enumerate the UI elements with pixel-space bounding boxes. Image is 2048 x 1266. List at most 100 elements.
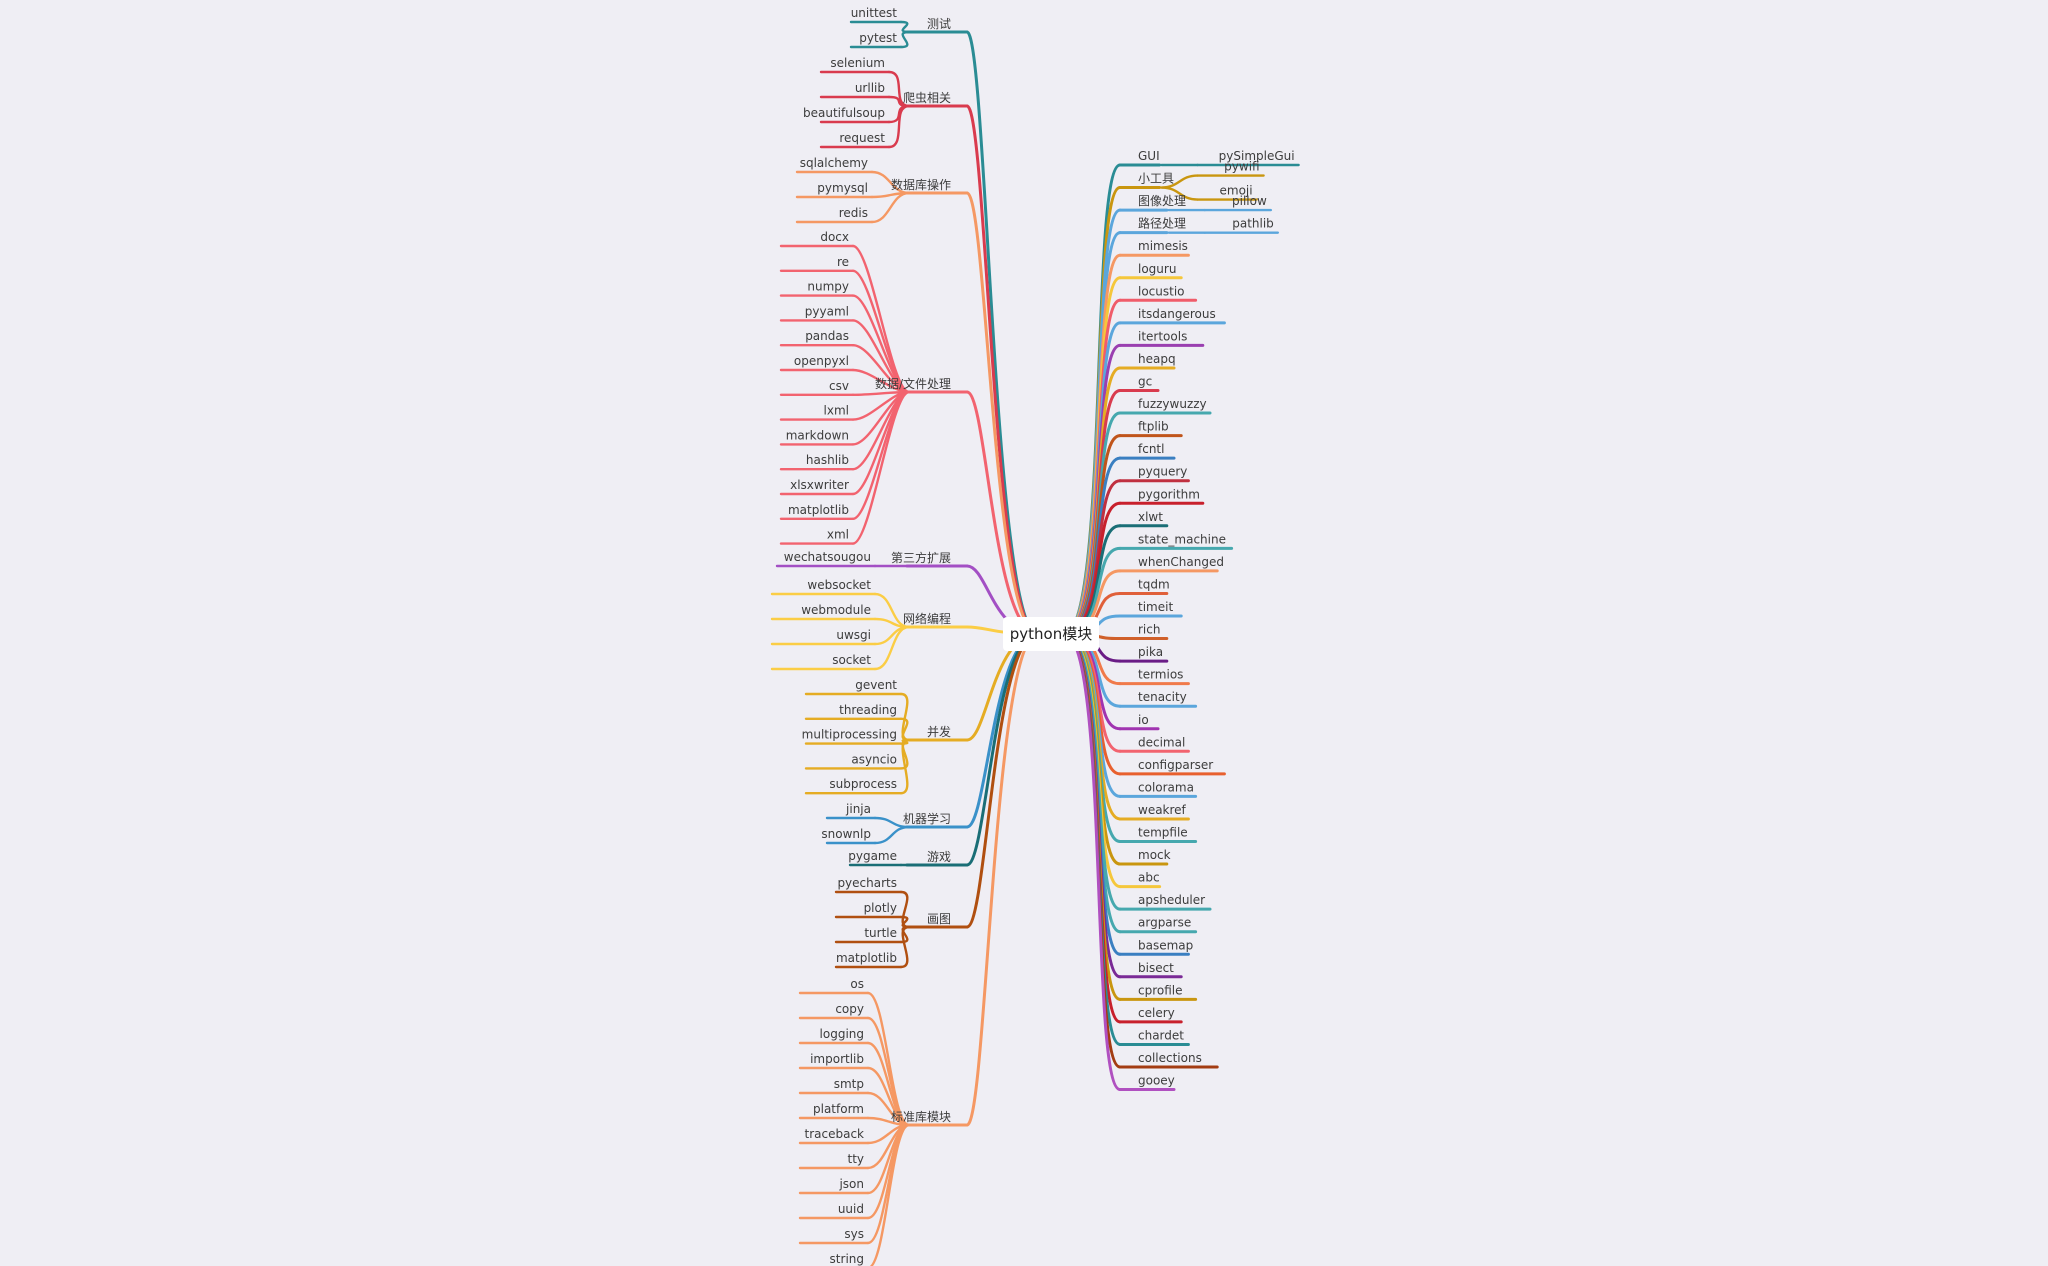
leaf-label[interactable]: emoji — [1220, 184, 1253, 198]
leaf-label[interactable]: asyncio — [851, 752, 897, 766]
branch-label[interactable]: GUI — [1138, 149, 1160, 163]
leaf-label[interactable]: wechatsougou — [784, 550, 871, 564]
leaf-label[interactable]: request — [839, 131, 885, 145]
leaf-label[interactable]: sys — [844, 1227, 864, 1241]
branch-label[interactable]: decimal — [1138, 735, 1185, 749]
leaf-label[interactable]: openpyxl — [794, 354, 849, 368]
branch-label[interactable]: gc — [1138, 375, 1152, 389]
leaf-label[interactable]: hashlib — [806, 453, 849, 467]
branch-label[interactable]: gooey — [1138, 1074, 1175, 1088]
leaf-label[interactable]: threading — [839, 703, 897, 717]
leaf-label[interactable]: redis — [839, 206, 868, 220]
branch-label[interactable]: mimesis — [1138, 239, 1188, 253]
leaf-label[interactable]: pillow — [1232, 194, 1267, 208]
branch-label[interactable]: xlwt — [1138, 510, 1163, 524]
leaf-label[interactable]: uuid — [838, 1202, 864, 1216]
leaf-label[interactable]: markdown — [786, 428, 849, 442]
leaf-label[interactable]: gevent — [855, 678, 897, 692]
branch-label[interactable]: loguru — [1138, 262, 1176, 276]
root-node[interactable]: python模块 — [1003, 617, 1099, 651]
leaf-label[interactable]: tty — [847, 1152, 864, 1166]
branch-label[interactable]: 第三方扩展 — [891, 550, 951, 565]
branch-label[interactable]: 测试 — [927, 16, 951, 31]
branch-label[interactable]: argparse — [1138, 916, 1191, 930]
leaf-label[interactable]: snownlp — [821, 827, 871, 841]
branch-label[interactable]: fcntl — [1138, 442, 1164, 456]
branch-label[interactable]: fuzzywuzzy — [1138, 397, 1207, 411]
branch-label[interactable]: pyquery — [1138, 465, 1187, 479]
leaf-label[interactable]: matplotlib — [788, 503, 849, 517]
leaf-label[interactable]: os — [850, 977, 864, 991]
leaf-label[interactable]: re — [837, 255, 849, 269]
leaf-label[interactable]: pandas — [805, 329, 849, 343]
branch-label[interactable]: itsdangerous — [1138, 307, 1216, 321]
leaf-label[interactable]: json — [838, 1177, 864, 1191]
leaf-label[interactable]: string — [830, 1252, 864, 1266]
leaf-label[interactable]: platform — [813, 1102, 864, 1116]
leaf-label[interactable]: jinja — [845, 802, 871, 816]
branch-label[interactable]: celery — [1138, 1006, 1175, 1020]
leaf-label[interactable]: logging — [820, 1027, 864, 1041]
branch-label[interactable]: mock — [1138, 848, 1171, 862]
leaf-label[interactable]: urllib — [855, 81, 885, 95]
branch-label[interactable]: locustio — [1138, 284, 1185, 298]
branch-label[interactable]: 标准库模块 — [891, 1109, 951, 1124]
leaf-label[interactable]: pywifi — [1224, 160, 1259, 174]
leaf-label[interactable]: lxml — [824, 404, 849, 418]
branch-label[interactable]: 数据库操作 — [891, 177, 951, 192]
leaf-label[interactable]: numpy — [807, 280, 849, 294]
branch-label[interactable]: 图像处理 — [1138, 194, 1186, 208]
leaf-label[interactable]: unittest — [851, 6, 898, 20]
leaf-label[interactable]: xlsxwriter — [790, 478, 849, 492]
leaf-label[interactable]: csv — [829, 379, 849, 393]
leaf-label[interactable]: selenium — [830, 56, 885, 70]
leaf-label[interactable]: pygame — [848, 849, 897, 863]
branch-label[interactable]: itertools — [1138, 329, 1187, 343]
leaf-label[interactable]: smtp — [834, 1077, 864, 1091]
branch-label[interactable]: bisect — [1138, 961, 1174, 975]
branch-label[interactable]: whenChanged — [1138, 555, 1224, 569]
branch-label[interactable]: collections — [1138, 1051, 1202, 1065]
branch-label[interactable]: 爬虫相关 — [903, 91, 951, 105]
leaf-label[interactable]: pyecharts — [837, 876, 897, 890]
leaf-label[interactable]: turtle — [864, 926, 897, 940]
branch-label[interactable]: 画图 — [927, 912, 951, 926]
leaf-label[interactable]: xml — [827, 528, 849, 542]
branch-label[interactable]: heapq — [1138, 352, 1176, 366]
leaf-label[interactable]: pymysql — [817, 181, 868, 195]
leaf-label[interactable]: traceback — [805, 1127, 865, 1141]
leaf-label[interactable]: pytest — [859, 31, 897, 45]
leaf-label[interactable]: plotly — [864, 901, 897, 915]
branch-label[interactable]: termios — [1138, 668, 1183, 682]
leaf-label[interactable]: matplotlib — [836, 951, 897, 965]
branch-label[interactable]: 数据/文件处理 — [875, 376, 951, 391]
branch-label[interactable]: 游戏 — [927, 850, 951, 864]
leaf-label[interactable]: beautifulsoup — [803, 106, 885, 120]
branch-label[interactable]: 路径处理 — [1138, 216, 1186, 231]
branch-label[interactable]: abc — [1138, 871, 1160, 885]
branch-label[interactable]: 小工具 — [1138, 172, 1174, 186]
leaf-label[interactable]: sqlalchemy — [800, 156, 868, 170]
leaf-label[interactable]: websocket — [807, 578, 871, 592]
branch-label[interactable]: pika — [1138, 645, 1163, 659]
branch-label[interactable]: io — [1138, 713, 1149, 727]
branch-label[interactable]: pygorithm — [1138, 487, 1200, 501]
leaf-label[interactable]: docx — [820, 230, 849, 244]
branch-label[interactable]: timeit — [1138, 600, 1173, 614]
leaf-label[interactable]: multiprocessing — [802, 728, 897, 742]
branch-label[interactable]: rich — [1138, 623, 1160, 637]
branch-label[interactable]: apsheduler — [1138, 893, 1205, 907]
branch-label[interactable]: ftplib — [1138, 420, 1169, 434]
branch-label[interactable]: basemap — [1138, 938, 1193, 952]
branch-label[interactable]: colorama — [1138, 780, 1194, 794]
leaf-label[interactable]: pathlib — [1232, 217, 1274, 231]
branch-label[interactable]: 网络编程 — [903, 611, 951, 626]
branch-label[interactable]: cprofile — [1138, 983, 1183, 997]
branch-label[interactable]: weakref — [1138, 803, 1187, 817]
branch-label[interactable]: tqdm — [1138, 577, 1170, 591]
branch-label[interactable]: 机器学习 — [903, 811, 951, 826]
leaf-label[interactable]: subprocess — [829, 777, 897, 791]
branch-label[interactable]: configparser — [1138, 758, 1213, 772]
leaf-label[interactable]: pySimpleGui — [1219, 149, 1295, 163]
leaf-label[interactable]: pyyaml — [805, 304, 849, 318]
